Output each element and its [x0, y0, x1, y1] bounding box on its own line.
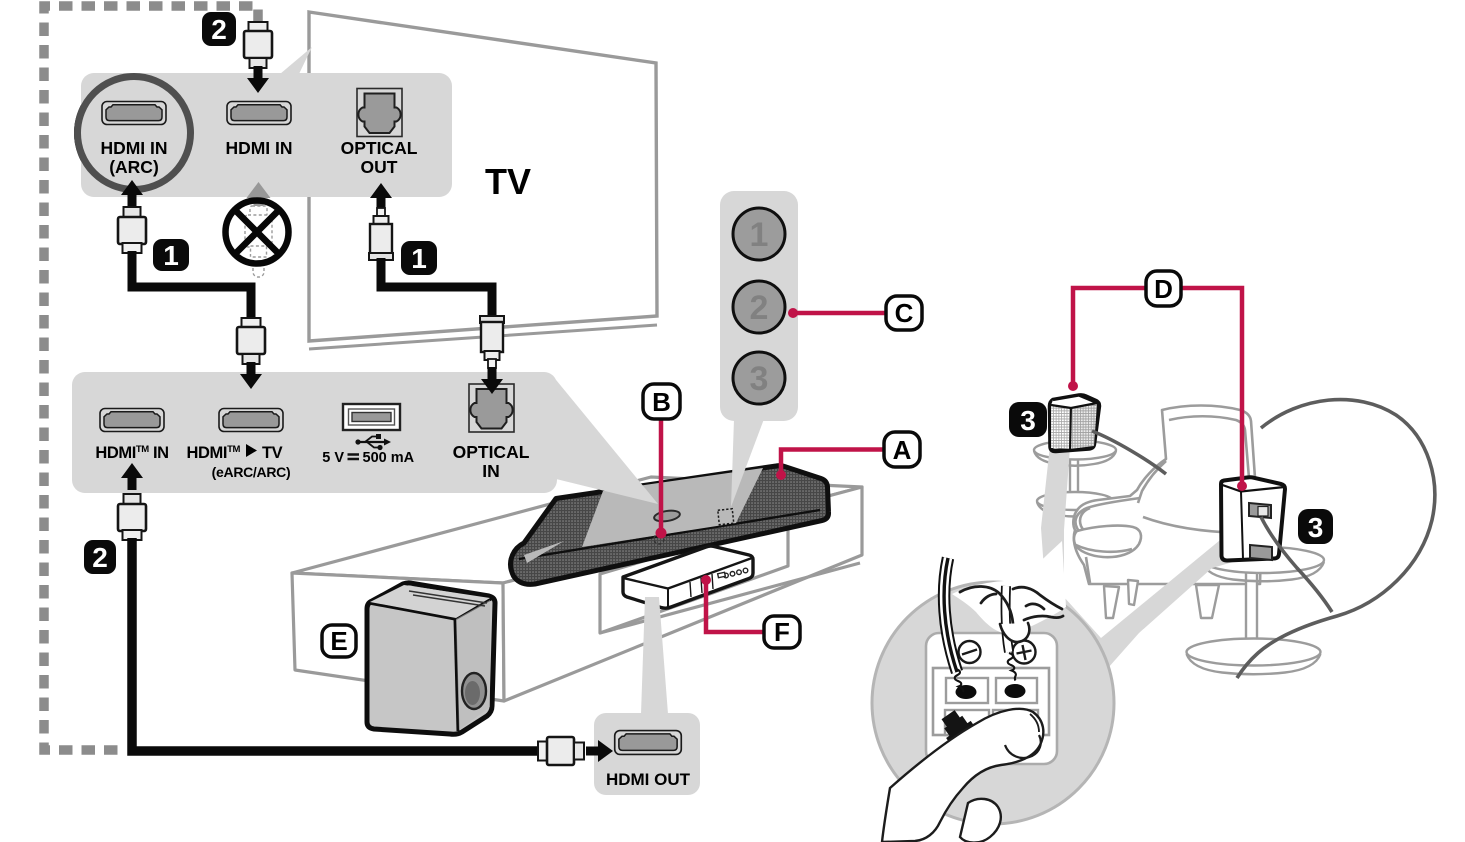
svg-text:3: 3	[1308, 512, 1324, 543]
svg-text:1: 1	[750, 216, 769, 254]
svg-text:IN: IN	[482, 461, 500, 481]
svg-text:3: 3	[750, 360, 769, 398]
svg-text:E: E	[330, 626, 347, 656]
svg-text:3: 3	[1020, 405, 1036, 436]
svg-text:500 mA: 500 mA	[363, 450, 415, 466]
svg-text:1: 1	[163, 240, 179, 271]
svg-text:A: A	[893, 435, 912, 465]
svg-text:D: D	[1154, 274, 1173, 304]
svg-text:OPTICAL: OPTICAL	[453, 442, 530, 462]
svg-text:B: B	[652, 387, 671, 417]
svg-text:1: 1	[411, 243, 427, 274]
svg-text:C: C	[895, 298, 914, 328]
svg-text:F: F	[774, 617, 790, 647]
svg-text:HDMI IN: HDMI IN	[100, 138, 167, 158]
svg-text:5 V: 5 V	[322, 450, 344, 466]
svg-text:2: 2	[211, 14, 227, 45]
svg-text:HDMITM IN: HDMITM IN	[95, 444, 168, 462]
svg-text:2: 2	[92, 542, 108, 573]
svg-text:2: 2	[750, 289, 769, 327]
svg-text:OUT: OUT	[361, 157, 398, 177]
svg-text:TV: TV	[485, 161, 531, 202]
svg-text:HDMI IN: HDMI IN	[225, 138, 292, 158]
svg-text:TV: TV	[262, 444, 283, 462]
svg-text:OPTICAL: OPTICAL	[341, 138, 418, 158]
svg-text:HDMI OUT: HDMI OUT	[606, 770, 691, 789]
svg-text:(ARC): (ARC)	[109, 157, 159, 177]
svg-text:(eARC/ARC): (eARC/ARC)	[212, 464, 291, 480]
